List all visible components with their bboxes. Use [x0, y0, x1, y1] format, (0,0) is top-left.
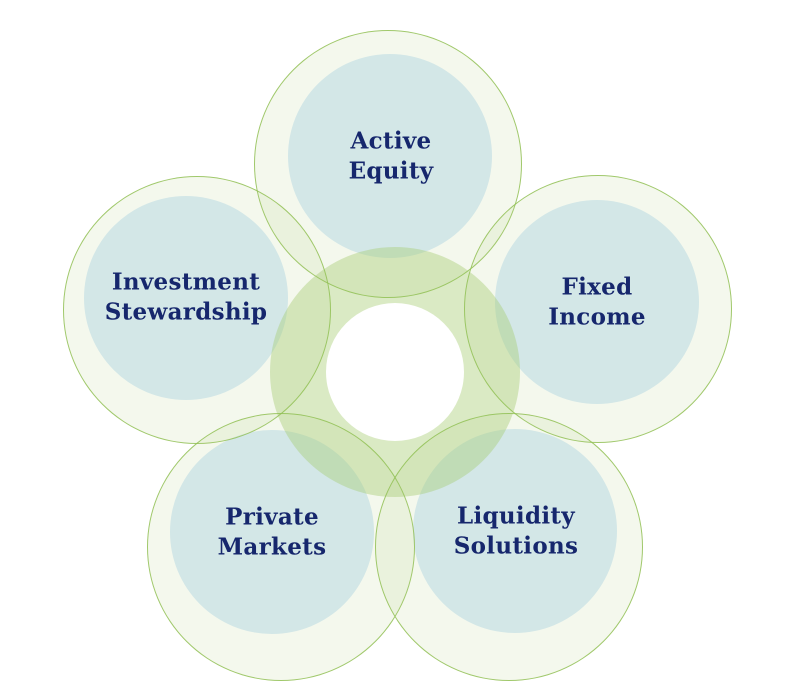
center-white-core	[326, 303, 464, 441]
petal-label-line: Markets	[217, 534, 327, 561]
petal-label-line: Solutions	[453, 533, 579, 560]
petal-label-line: Income	[548, 304, 646, 331]
petal-label-line: Liquidity	[457, 502, 575, 530]
petal-label-line: Investment	[111, 268, 261, 296]
halo-circle-private-markets	[147, 413, 415, 681]
petal-label-line: Equity	[348, 158, 434, 185]
halo-circle-liquidity-solutions	[375, 413, 643, 681]
petal-label-line: Private	[225, 503, 319, 531]
petal-label-line: Stewardship	[104, 299, 268, 326]
halo-circle-fixed-income	[464, 175, 732, 443]
petal-label-line: Active	[350, 127, 432, 155]
petal-label-active-equity: Active Equity	[349, 127, 434, 188]
petal-label-liquidity-solutions: Liquidity Solutions	[454, 502, 578, 563]
petal-label-fixed-income: Fixed Income	[548, 273, 646, 334]
petal-label-line: Fixed	[561, 273, 633, 301]
petal-label-private-markets: Private Markets	[218, 503, 327, 564]
petal-label-investment-stewardship: Investment Stewardship	[105, 268, 268, 329]
